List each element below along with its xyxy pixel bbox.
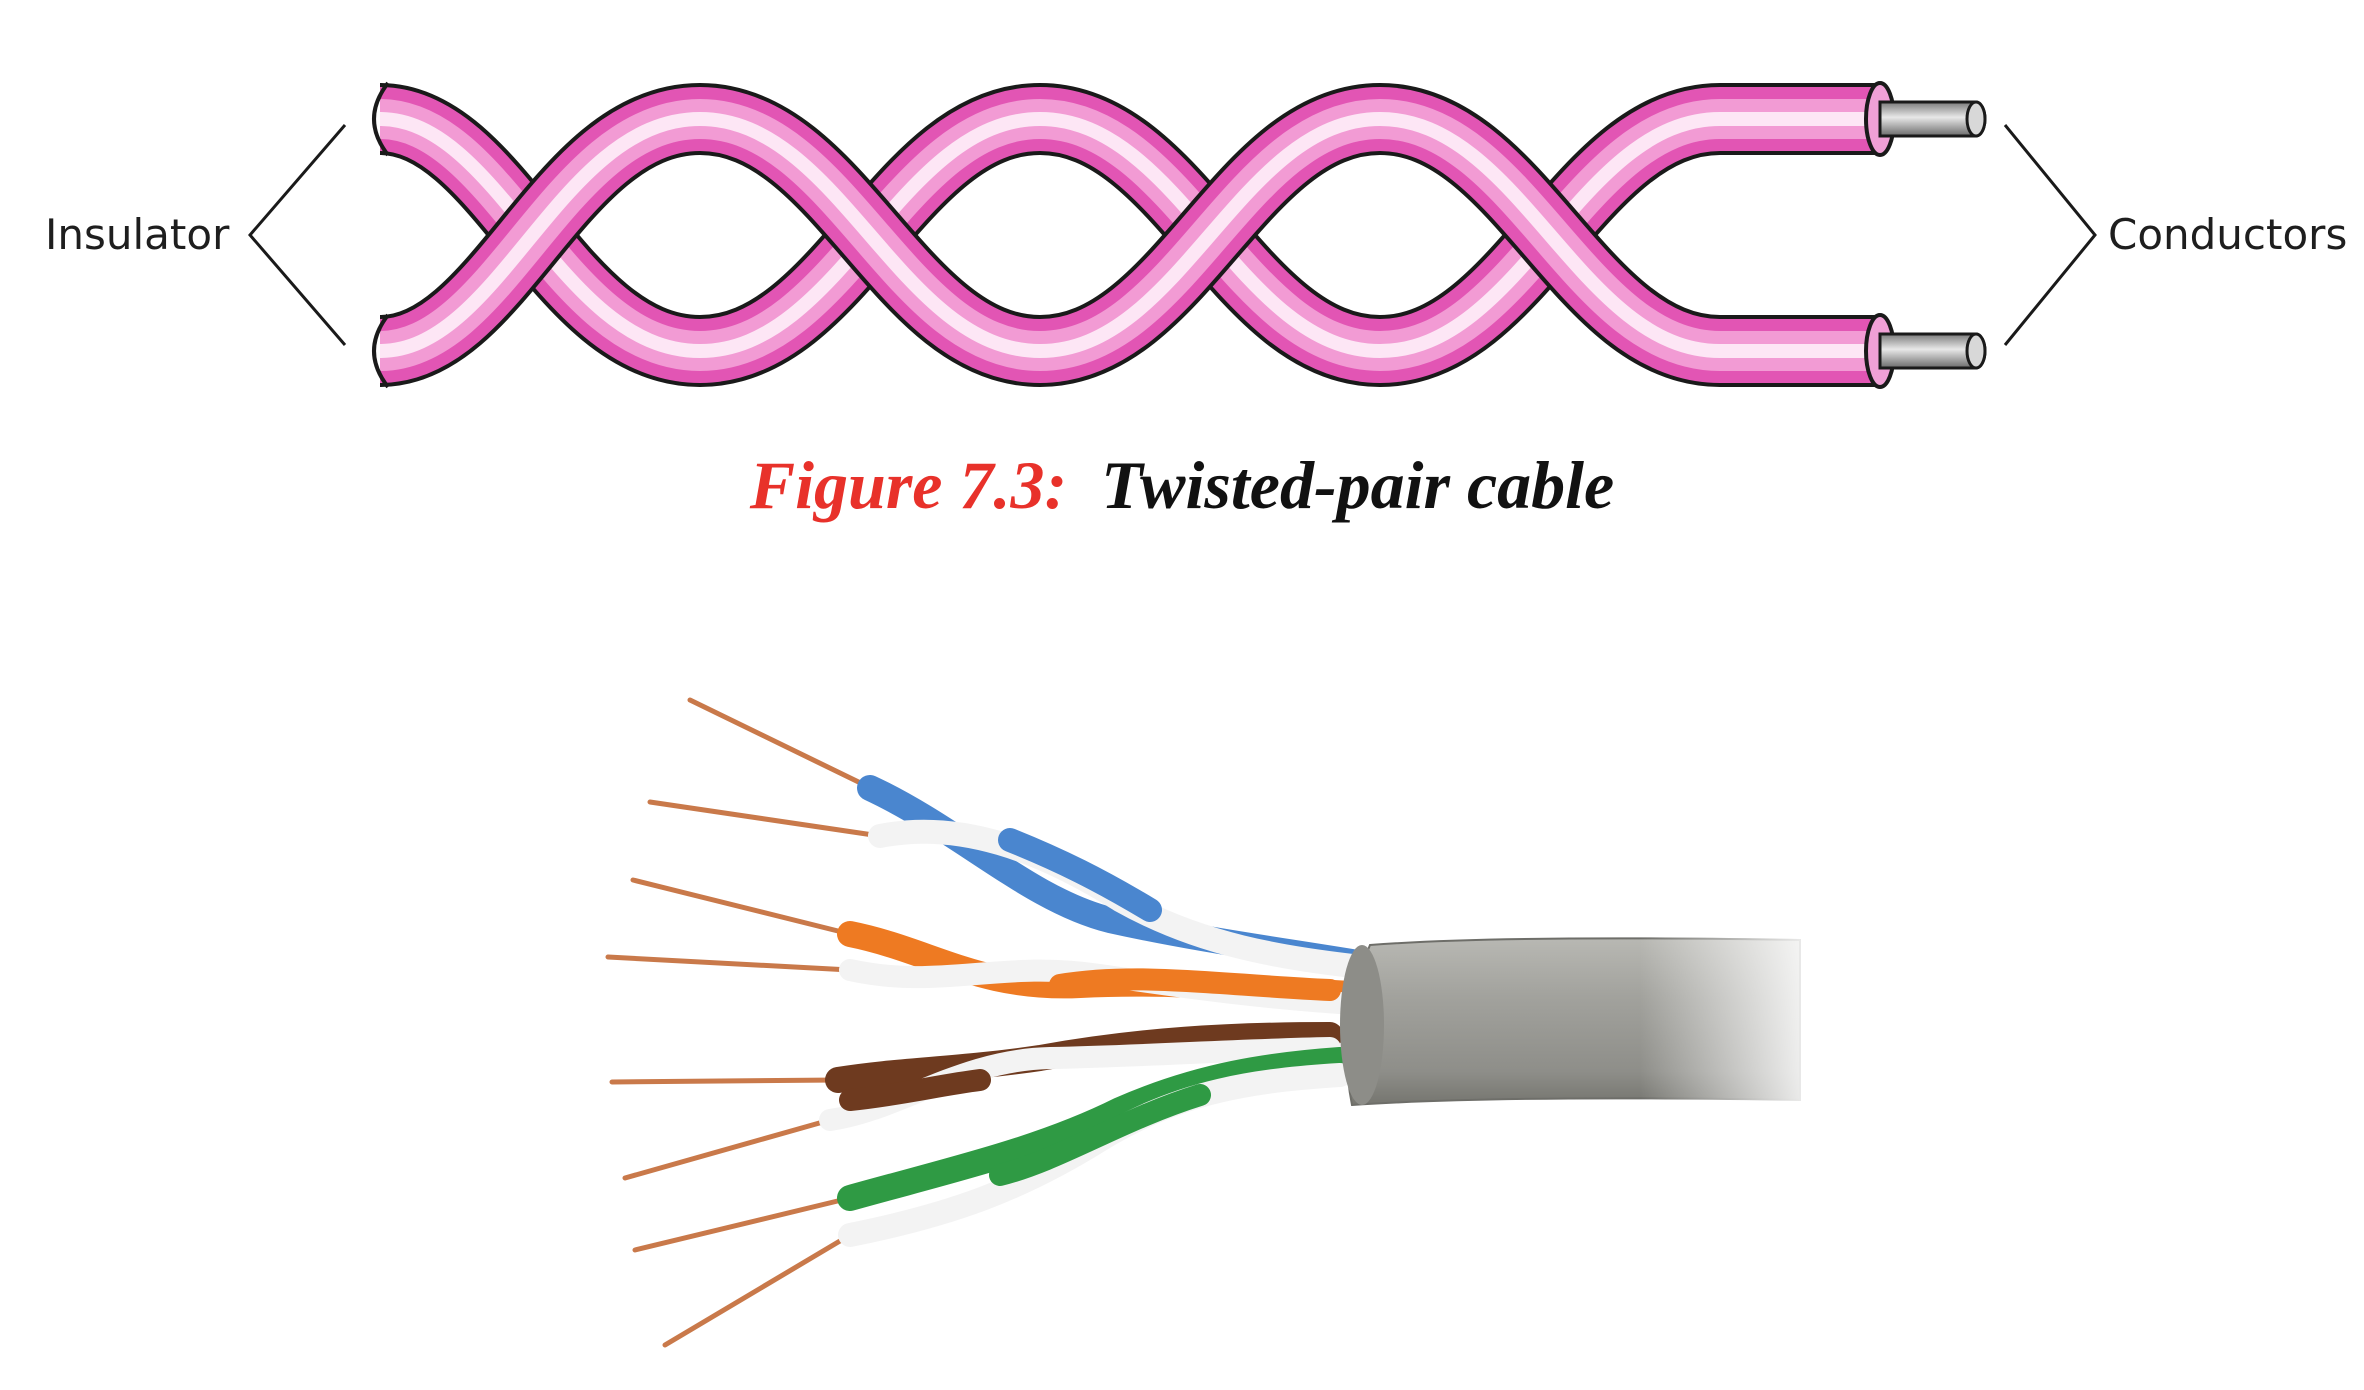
- orange-pair: [837, 921, 1383, 1016]
- cable-jacket: [1340, 930, 1830, 1115]
- figure-caption: Figure 7.3: Twisted-pair cable: [0, 445, 2364, 527]
- insulated-wire-b: [377, 82, 1880, 388]
- figure-title: Twisted-pair cable: [1101, 447, 1615, 523]
- conductors-bracket: [2003, 124, 2097, 346]
- insulated-wire-a: [377, 82, 1880, 388]
- figure-number: Figure 7.3:: [749, 447, 1068, 523]
- insulator-label: Insulator: [45, 210, 230, 259]
- green-pair: [837, 1047, 1353, 1247]
- blue-pair: [857, 775, 1383, 980]
- insulator-bracket: [248, 124, 347, 346]
- conductors-label: Conductors: [2108, 210, 2348, 259]
- copper-conductors: [605, 697, 883, 1348]
- brown-pair: [819, 1022, 1343, 1131]
